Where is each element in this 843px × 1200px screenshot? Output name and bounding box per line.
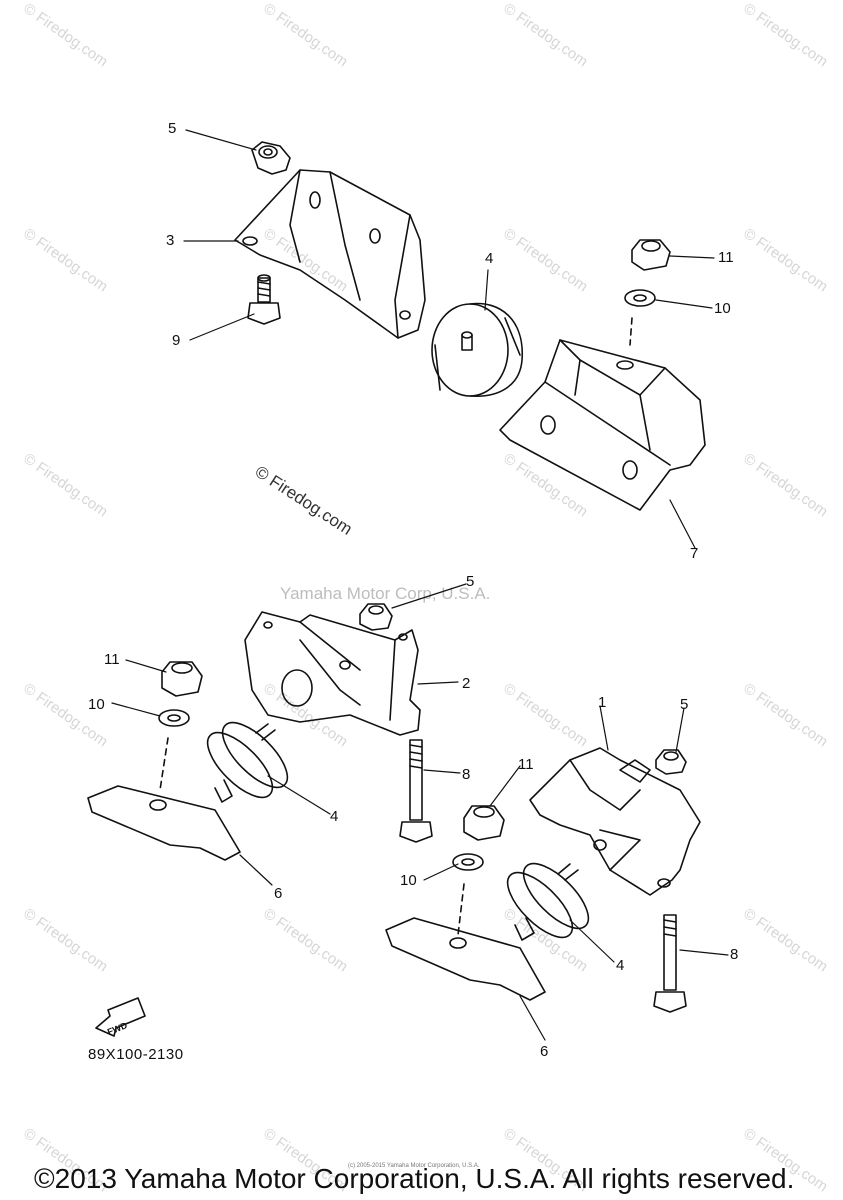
part-plate-6-left <box>87 785 241 861</box>
callout-4-right: 4 <box>616 957 625 974</box>
callout-10-top: 10 <box>714 300 731 317</box>
callout-11-left: 11 <box>104 651 120 668</box>
callout-9: 9 <box>172 332 181 349</box>
callout-3: 3 <box>166 232 175 249</box>
part-bracket-2 <box>244 611 421 736</box>
callout-5-mid: 5 <box>466 573 475 590</box>
part-washer-10-top <box>624 289 656 346</box>
fwd-arrow-icon <box>95 997 146 1037</box>
part-washer-10-left <box>158 709 190 791</box>
callout-5-top: 5 <box>168 120 177 137</box>
callout-5-right: 5 <box>680 696 689 713</box>
fwd-label: FWD <box>106 1020 129 1037</box>
part-bolt-9 <box>247 274 281 325</box>
copyright-footer: ©2013 Yamaha Motor Corporation, U.S.A. A… <box>34 1163 795 1194</box>
part-bracket-3 <box>234 169 426 339</box>
part-nut-11-mid <box>463 805 505 841</box>
callout-7: 7 <box>690 545 699 562</box>
callout-4-left: 4 <box>330 808 339 825</box>
part-nut-11-top <box>631 239 671 271</box>
part-bolt-8-right <box>653 914 687 1013</box>
part-nut-11-left <box>161 661 203 697</box>
part-mount-right <box>506 862 590 941</box>
callout-11-mid: 11 <box>518 756 534 773</box>
callout-10-mid: 10 <box>400 872 417 889</box>
part-nut-top <box>251 141 291 175</box>
callout-6-left: 6 <box>274 885 283 902</box>
part-plate-6-bottom <box>385 917 546 1001</box>
part-mount-left <box>206 721 289 803</box>
callout-4-top: 4 <box>485 250 494 267</box>
part-code: 89X100-2130 <box>88 1046 184 1063</box>
callout-1: 1 <box>598 694 607 711</box>
center-watermark: Yamaha Motor Corp, U.S.A. <box>280 584 491 603</box>
callout-6-bottom: 6 <box>540 1043 549 1060</box>
callout-10-left: 10 <box>88 696 105 713</box>
part-washer-10-mid <box>452 853 484 936</box>
part-bolt-8-mid <box>399 739 433 843</box>
part-bracket-1 <box>529 747 701 896</box>
small-notice: (c) 2005-2015 Yamaha Motor Corporation, … <box>348 1163 480 1169</box>
part-nut-5-mid <box>359 603 393 631</box>
callout-8-right: 8 <box>730 946 739 963</box>
part-bracket-7 <box>499 339 706 511</box>
part-nut-5-right <box>655 749 687 775</box>
callout-8-mid: 8 <box>462 766 471 783</box>
leader-lines <box>111 129 729 1041</box>
part-mount-top <box>431 302 523 397</box>
callout-11-top: 11 <box>718 249 734 266</box>
callout-2: 2 <box>462 675 471 692</box>
